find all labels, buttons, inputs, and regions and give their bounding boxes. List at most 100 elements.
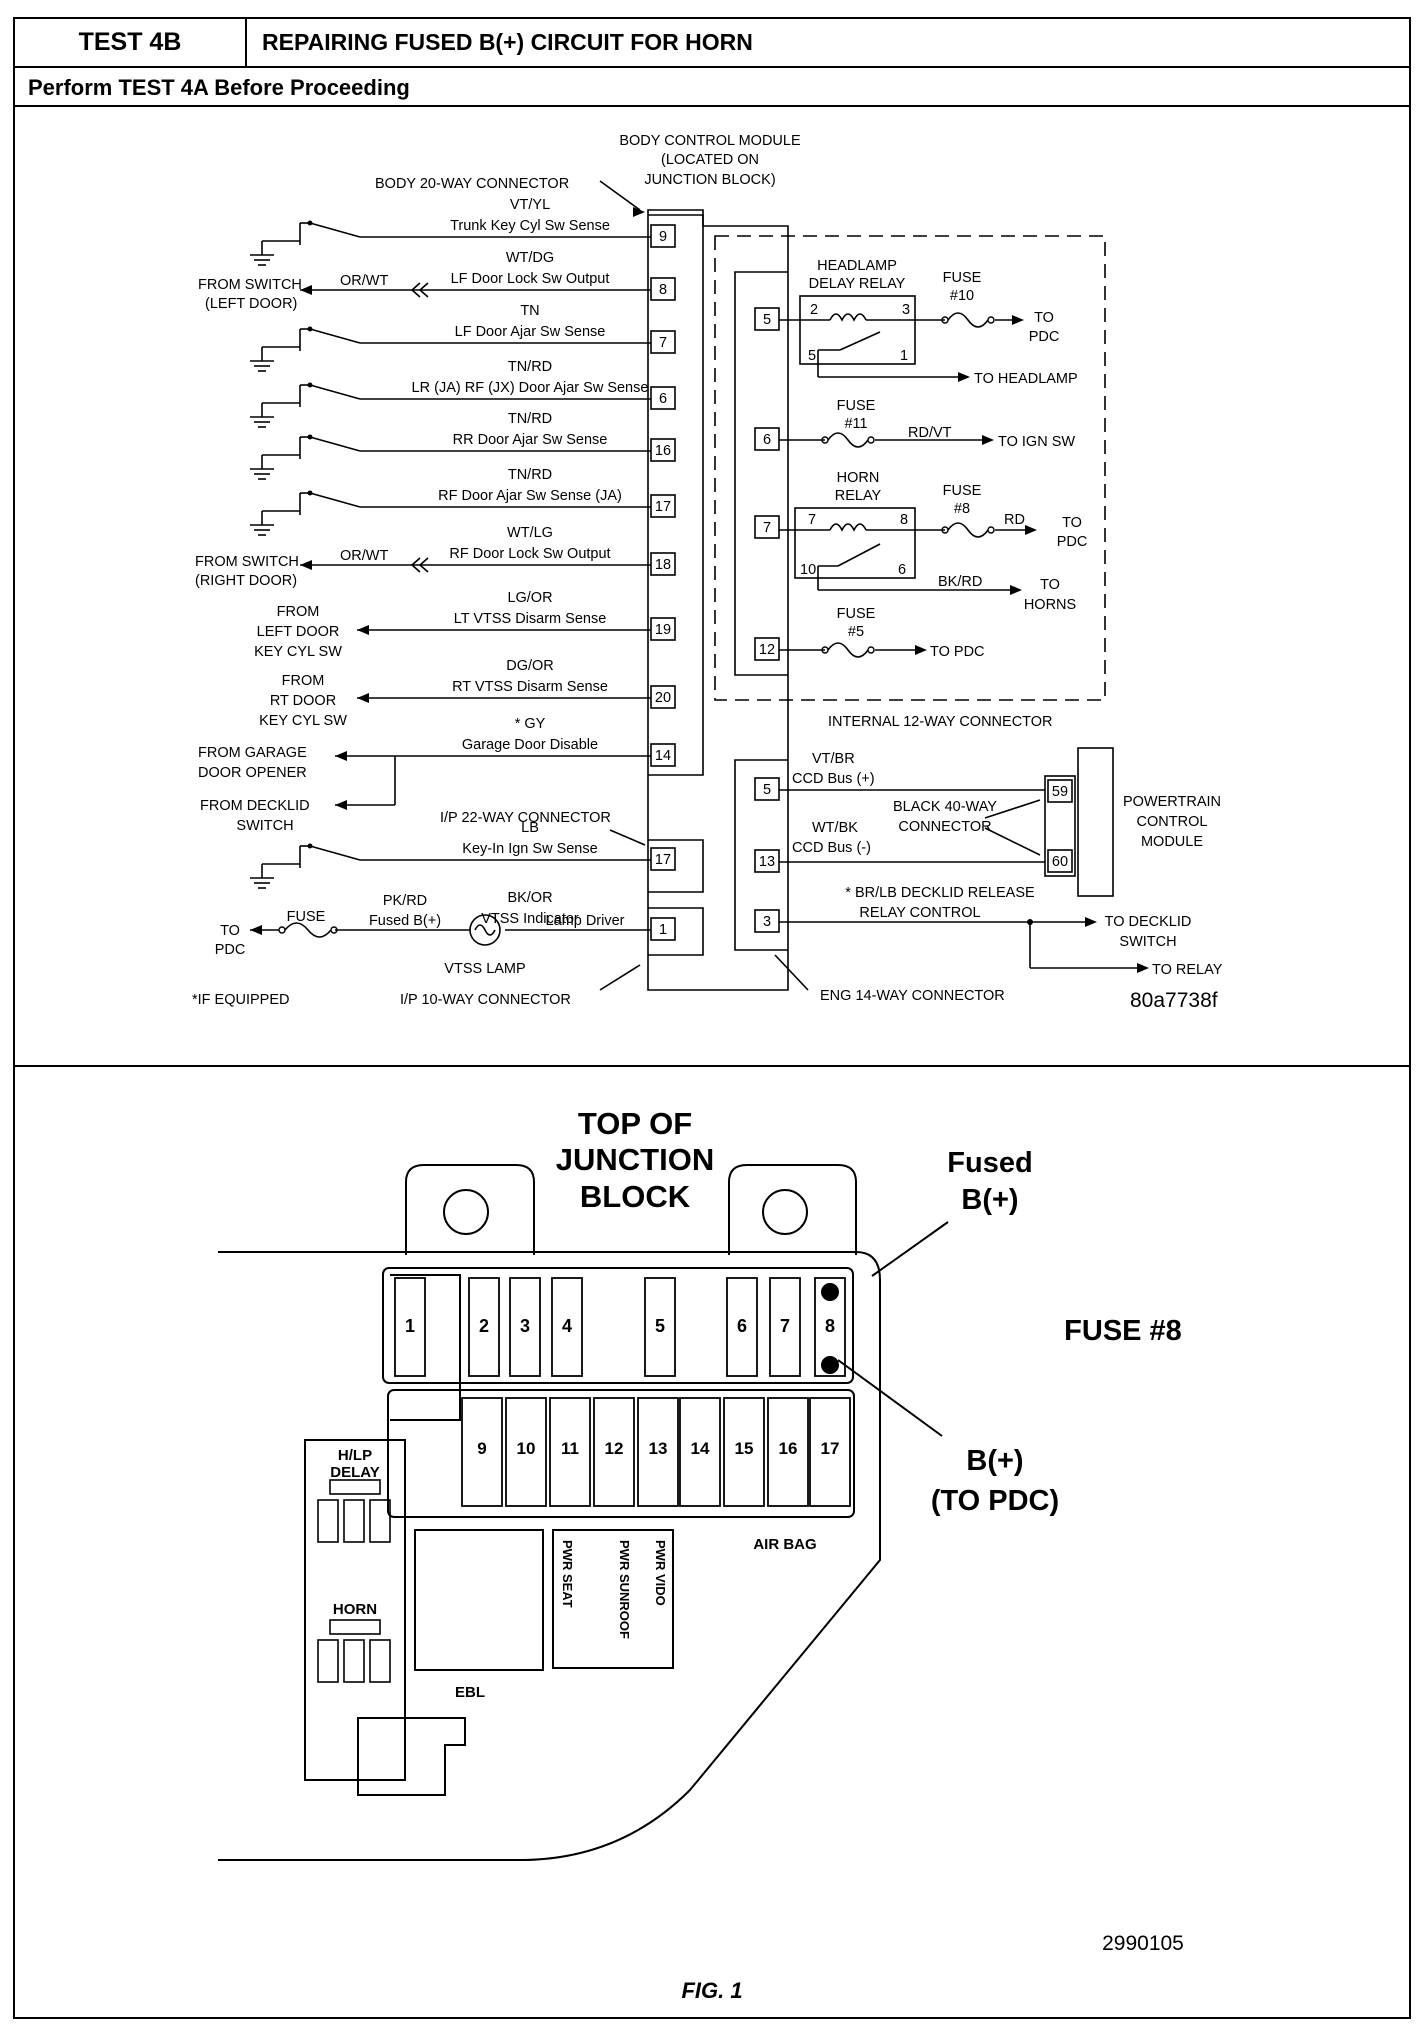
circuit-description: LF Door Ajar Sw Sense [455,324,606,340]
test-title: REPAIRING FUSED B(+) CIRCUIT FOR HORN [262,29,753,55]
relay-slot-hlp-pin [317,1499,339,1543]
circuit-description: VTSS Indicator [481,911,579,927]
pcm-pin [1047,779,1073,803]
from-rt-door-2: RT DOOR [270,693,336,709]
hlp-label-2: DELAY [330,1464,379,1481]
bcm-pin [650,386,676,410]
from-garage-2: DOOR OPENER [198,765,307,781]
fuse-terminal [867,646,875,654]
test-subtitle: Perform TEST 4A Before Proceeding [28,75,410,100]
circuit-description: RR Door Ajar Sw Sense [453,432,608,448]
figure-caption: FIG. 1 [681,1978,742,2003]
relay-slot-horn-tab [329,1619,381,1635]
switch-blade [309,845,361,861]
black40-connector [1044,775,1076,877]
pcm-label-2: CONTROL [1137,814,1208,830]
bcm-pin [650,494,676,518]
fuse8-word: FUSE [943,483,982,499]
bottom-fuse-number: 13 [649,1439,668,1458]
pcm-label-3: MODULE [1141,834,1203,850]
to-pdc-h-2: PDC [1057,534,1088,550]
pin-number: 19 [655,622,671,638]
top-fuse-number: 8 [825,1316,835,1336]
relay-pin: 1 [900,348,908,364]
circuit-description: LT VTSS Disarm Sense [454,611,607,627]
relay-slot-horn-pin [343,1639,365,1683]
bcm-pin [650,685,676,709]
black40-label-1: BLACK 40-WAY [893,799,997,815]
top-fuse-slot [551,1277,583,1377]
fuse-terminal [278,926,286,934]
fuse-element [947,312,989,328]
pin-number: 17 [655,852,671,868]
bottom-fuse-slot [637,1397,679,1507]
b-plus-label-1: B(+) [966,1445,1023,1477]
leader [984,799,1041,819]
top-fuse-slot [769,1277,801,1377]
from-switch-left-2: (LEFT DOOR) [205,296,297,312]
leader [609,829,646,846]
wire-color: DG/OR [506,658,554,674]
switch-blade [309,492,361,508]
hlp-label-1: H/LP [338,1447,372,1464]
wire-color: VT/YL [510,197,550,213]
test-id: TEST 4B [79,28,182,56]
circuit-description: RF Door Ajar Sw Sense (JA) [438,488,622,504]
wire-color: TN/RD [508,411,552,427]
to-decklid-1: TO DECKLID [1105,914,1192,930]
fuse8-label: FUSE #8 [1064,1315,1182,1347]
relay-slot-hlp-pin [369,1499,391,1543]
pdc-arrow [915,645,927,655]
pwr-fuse-block [552,1529,674,1669]
fuse-terminal [330,926,338,934]
fused-b-desc: Fused B(+) [369,913,441,929]
leader-arrow [633,207,645,217]
pin-number: 12 [759,642,775,658]
relay-pin: 3 [902,302,910,318]
eng-pin [754,777,780,801]
relay-coil [829,523,867,532]
horn-relay-label-1: HORN [837,470,880,486]
bcm-pin [650,917,676,941]
schematic [647,209,1106,991]
wire-color: LG/OR [507,590,552,606]
bottom-fuse-number: 15 [735,1439,754,1458]
relay-pin: 10 [800,562,816,578]
bkrd-label: BK/RD [938,574,982,590]
bottom-fuse-slot [593,1397,635,1507]
bottom-fuse-number: 17 [821,1439,840,1458]
fused-b-label-2: B(+) [961,1184,1018,1216]
fused-b-wire-color: PK/RD [383,893,427,909]
bcm-pin [650,330,676,354]
relay-coil [829,313,867,322]
from-rt-door-1: FROM [282,673,325,689]
top-fuse-frame [382,1267,854,1384]
bottom-fuse-slot [767,1397,809,1507]
ign-arrow [982,435,994,445]
headlamp-arrow [958,372,970,382]
leader [599,180,641,211]
top-fuse-number: 7 [780,1316,790,1336]
bcm-pin [650,552,676,576]
fuse11-number: #11 [844,416,867,432]
relay-arrow [1137,963,1149,973]
bcm-pin [650,847,676,871]
headlamp-relay-label-2: DELAY RELAY [809,276,906,292]
fuse5-word: FUSE [837,606,876,622]
pin-number: 7 [763,520,771,536]
to-horns-2: HORNS [1024,597,1076,613]
lamp-driver-label: Lamp Driver [546,913,625,929]
bcm-label-2: (LOCATED ON [661,152,759,168]
relay-pin: 6 [898,562,906,578]
pin-number: 20 [655,690,671,706]
bottom-fuse-number: 12 [605,1439,624,1458]
ip22-label: I/P 22-WAY CONNECTOR [440,810,611,826]
circuit-description: Garage Door Disable [462,737,598,753]
relay-pin: 8 [900,512,908,528]
relay-panel [304,1439,406,1781]
wire-color: TN/RD [508,467,552,483]
b-plus-label-2: (TO PDC) [931,1485,1059,1517]
